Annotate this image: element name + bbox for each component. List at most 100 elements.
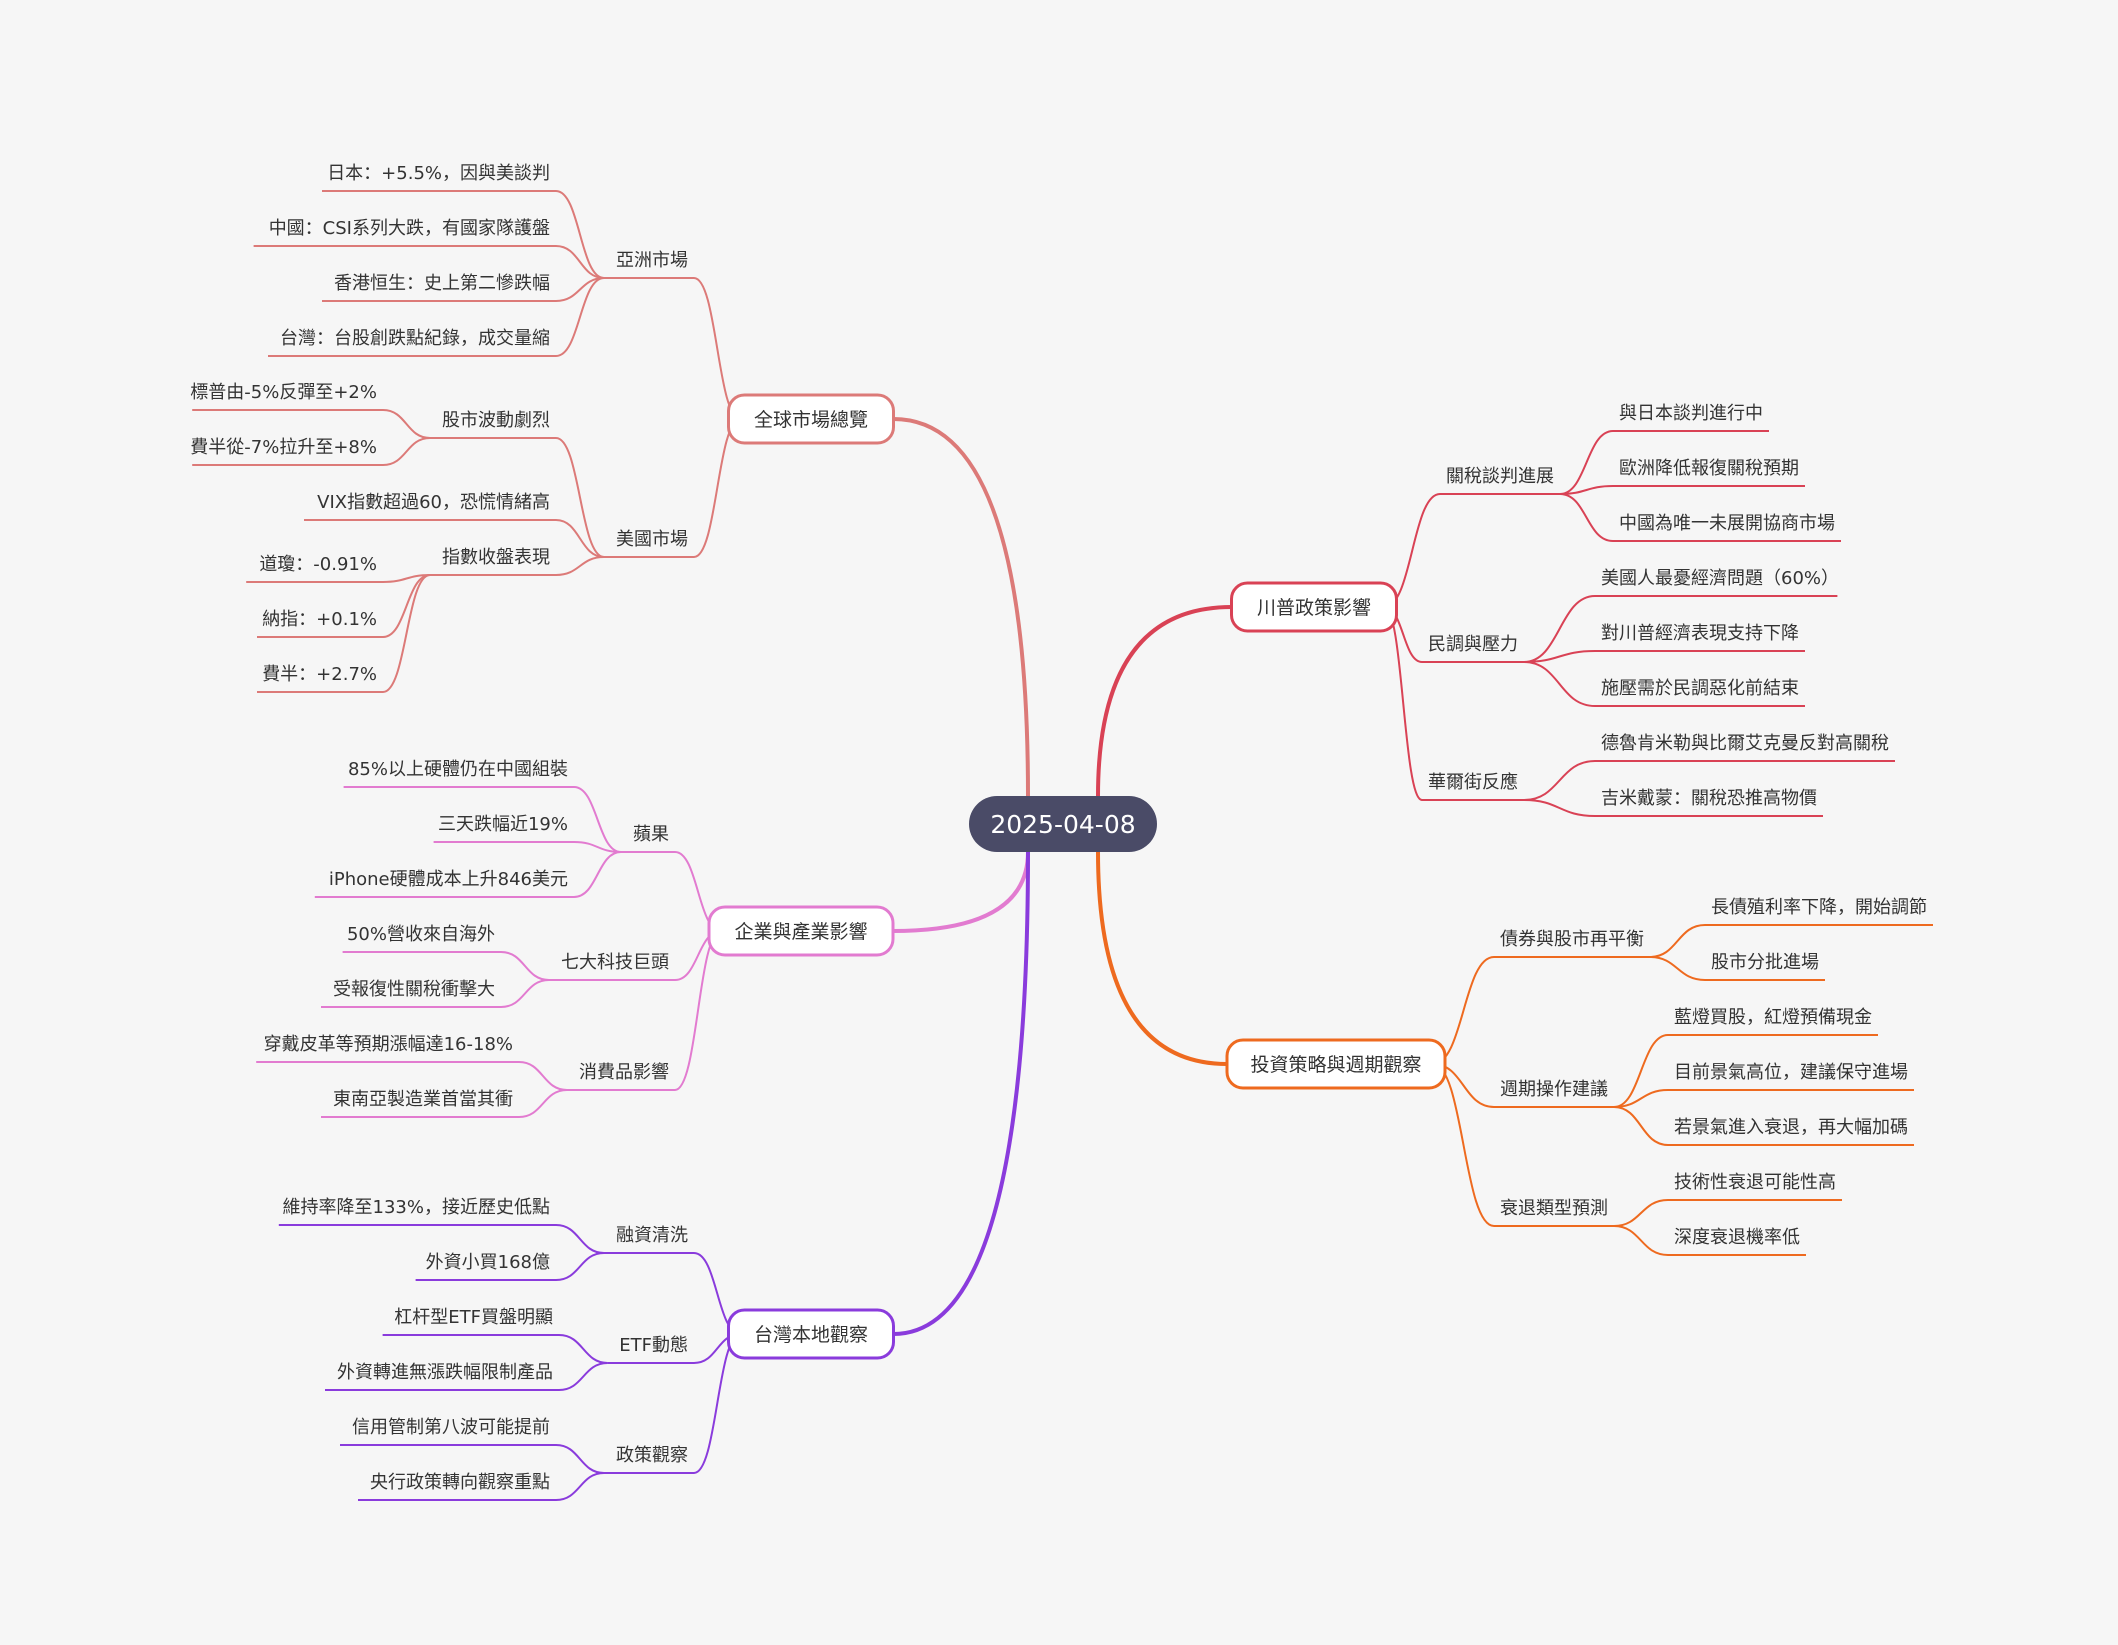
- sub-topic-label[interactable]: 美國市場: [616, 529, 688, 550]
- leaf-label[interactable]: 香港恒生：史上第二慘跌幅: [334, 273, 550, 294]
- sub-topic-label[interactable]: ETF動態: [619, 1335, 688, 1356]
- leaf-label[interactable]: 央行政策轉向觀察重點: [370, 1472, 550, 1493]
- detail-label[interactable]: 納指：+0.1%: [262, 609, 377, 630]
- leaf-link: [1649, 956, 1706, 981]
- detail-link: [382, 574, 431, 638]
- leaf-label[interactable]: 穿戴皮革等預期漲幅達16-18%: [264, 1034, 513, 1055]
- sub-topic-label[interactable]: 週期操作建議: [1500, 1079, 1608, 1100]
- leaf-link: [555, 245, 605, 279]
- leaf-label[interactable]: 外資轉進無漲跌幅限制產品: [337, 1362, 553, 1383]
- leaf-link: [518, 1061, 568, 1091]
- root-link: [1096, 851, 1228, 1066]
- root-node[interactable]: 2025-04-08: [969, 796, 1157, 852]
- branch-label: 川普政策影響: [1257, 597, 1371, 619]
- leaf-label[interactable]: 對川普經濟表現支持下降: [1601, 623, 1799, 644]
- leaf-label[interactable]: 台灣：台股創跌點紀錄，成交量縮: [280, 328, 550, 349]
- leaf-label[interactable]: 受報復性關稅衝擊大: [333, 979, 495, 1000]
- root-label: 2025-04-08: [990, 810, 1135, 839]
- sub-topic-label[interactable]: 債券與股市再平衡: [1500, 929, 1644, 950]
- branch-node[interactable]: 台灣本地觀察: [727, 1308, 895, 1360]
- detail-label[interactable]: 費半：+2.7%: [262, 664, 377, 685]
- leaf-link: [555, 1444, 605, 1474]
- leaf-label[interactable]: 深度衰退機率低: [1674, 1227, 1800, 1248]
- leaf-link: [1559, 493, 1614, 542]
- leaf-label[interactable]: 東南亞製造業首當其衝: [333, 1089, 513, 1110]
- leaf-label[interactable]: 施壓需於民調惡化前結束: [1601, 678, 1799, 699]
- leaf-link: [1523, 661, 1596, 707]
- leaf-label[interactable]: 美國人最憂經濟問題（60%）: [1601, 568, 1839, 589]
- branch-link: [1432, 1063, 1495, 1227]
- branch-node[interactable]: 企業與產業影響: [707, 905, 895, 957]
- leaf-label[interactable]: iPhone硬體成本上升846美元: [329, 869, 568, 890]
- leaf-label[interactable]: 股市波動劇烈: [442, 410, 550, 431]
- leaf-label[interactable]: 維持率降至133%，接近歷史低點: [283, 1197, 550, 1218]
- leaf-link: [555, 1472, 605, 1501]
- connector-layer: [192, 190, 1933, 1501]
- branch-label: 台灣本地觀察: [754, 1324, 868, 1346]
- detail-label[interactable]: 標普由-5%反彈至+2%: [190, 382, 377, 403]
- leaf-link: [558, 1362, 608, 1391]
- root-node-box: [969, 796, 1157, 852]
- leaf-link: [1523, 650, 1596, 663]
- sub-topic-label[interactable]: 華爾街反應: [1428, 771, 1518, 793]
- leaf-link: [1613, 1225, 1669, 1256]
- detail-link: [382, 409, 431, 439]
- sub-topic-label[interactable]: 七大科技巨頭: [561, 952, 669, 973]
- root-link: [893, 417, 1030, 797]
- leaf-label[interactable]: 與日本談判進行中: [1619, 403, 1763, 424]
- branch-node[interactable]: 全球市場總覽: [727, 393, 895, 445]
- leaf-label[interactable]: 三天跌幅近19%: [438, 814, 568, 835]
- leaf-link: [555, 277, 605, 357]
- leaf-label[interactable]: 中國為唯一未展開協商市場: [1619, 513, 1835, 534]
- leaf-link: [555, 1224, 605, 1254]
- branch-node[interactable]: 川普政策影響: [1230, 581, 1398, 633]
- leaf-link: [500, 951, 550, 981]
- sub-topic-label[interactable]: 關稅談判進展: [1446, 466, 1554, 487]
- leaf-label[interactable]: 85%以上硬體仍在中國組裝: [348, 759, 568, 780]
- leaf-link: [555, 190, 605, 279]
- branch-label: 企業與產業影響: [734, 921, 867, 943]
- leaf-label[interactable]: 50%營收來自海外: [347, 924, 495, 945]
- leaf-link: [573, 841, 622, 853]
- leaf-label[interactable]: 杠杆型ETF買盤明顯: [394, 1307, 553, 1328]
- branch-label: 投資策略與週期觀察: [1250, 1054, 1421, 1076]
- leaf-label[interactable]: 歐洲降低報復關稅預期: [1619, 458, 1799, 479]
- leaf-label[interactable]: 若景氣進入衰退，再大幅加碼: [1674, 1117, 1908, 1138]
- leaf-label[interactable]: 指數收盤表現: [442, 547, 550, 568]
- detail-label[interactable]: 道瓊：-0.91%: [259, 554, 377, 575]
- sub-topic-label[interactable]: 亞洲市場: [616, 250, 688, 271]
- sub-topic-label[interactable]: 政策觀察: [616, 1445, 688, 1466]
- leaf-link: [1523, 760, 1596, 801]
- leaf-link: [555, 277, 605, 302]
- leaf-label[interactable]: VIX指數超過60，恐慌情緒高: [317, 492, 550, 513]
- branch-node-box: [727, 1308, 895, 1360]
- leaf-label[interactable]: 外資小買168億: [426, 1252, 550, 1273]
- leaf-link: [1613, 1089, 1669, 1108]
- leaf-label[interactable]: 中國：CSI系列大跌，有國家隊護盤: [269, 218, 550, 239]
- node-layer: 2025-04-08 全球市場總覽 亞洲市場 日本：+5.5%，因與美談判中國：CSI…: [190, 163, 1927, 1493]
- sub-topic-label[interactable]: 蘋果: [633, 824, 669, 845]
- sub-topic-label[interactable]: 融資清洗: [616, 1225, 688, 1246]
- leaf-label[interactable]: 吉米戴蒙：關稅恐推高物價: [1601, 788, 1817, 809]
- leaf-label[interactable]: 藍燈買股，紅燈預備現金: [1674, 1007, 1872, 1028]
- leaf-link: [1523, 799, 1596, 817]
- leaf-label[interactable]: 德魯肯米勒與比爾艾克曼反對高關稅: [1601, 733, 1889, 754]
- leaf-link: [555, 556, 605, 576]
- leaf-link: [573, 786, 622, 853]
- detail-link: [382, 437, 431, 466]
- sub-topic-label[interactable]: 民調與壓力: [1428, 634, 1518, 655]
- branch-node[interactable]: 投資策略與週期觀察: [1225, 1038, 1447, 1090]
- leaf-label[interactable]: 股市分批進場: [1711, 952, 1819, 973]
- sub-topic-label[interactable]: 消費品影響: [579, 1062, 669, 1083]
- leaf-label[interactable]: 技術性衰退可能性高: [1674, 1172, 1836, 1193]
- leaf-label[interactable]: 日本：+5.5%，因與美談判: [327, 163, 550, 184]
- leaf-label[interactable]: 目前景氣高位，建議保守進場: [1674, 1062, 1908, 1083]
- sub-topic-label[interactable]: 衰退類型預測: [1500, 1198, 1608, 1219]
- leaf-link: [1613, 1199, 1669, 1227]
- detail-label[interactable]: 費半從-7%拉升至+8%: [190, 437, 377, 458]
- leaf-label[interactable]: 信用管制第八波可能提前: [352, 1417, 550, 1438]
- leaf-link: [518, 1089, 568, 1118]
- leaf-label[interactable]: 長債殖利率下降，開始調節: [1711, 896, 1927, 918]
- branch-node-box: [727, 393, 895, 445]
